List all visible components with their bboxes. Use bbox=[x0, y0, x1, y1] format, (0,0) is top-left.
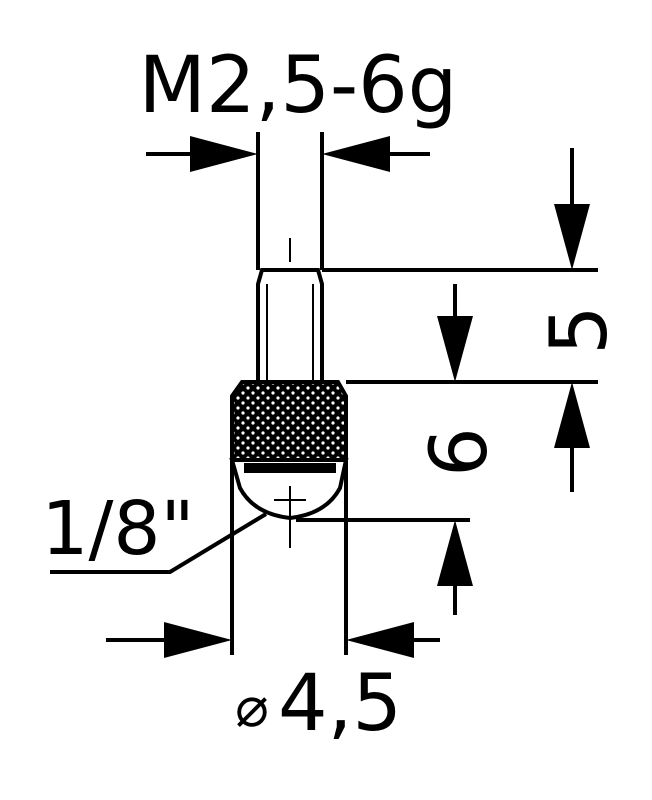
length-6-label: 6 bbox=[415, 427, 505, 477]
diameter-label: 4,5 bbox=[278, 659, 402, 749]
arrow-5-bottom bbox=[554, 382, 590, 448]
contact-point-part bbox=[229, 132, 349, 548]
ball-size-label: 1/8" bbox=[41, 486, 194, 572]
diameter-symbol: ⌀ bbox=[235, 675, 269, 740]
arrow-6-bottom bbox=[437, 520, 473, 586]
arrow-thread-right bbox=[322, 136, 390, 172]
arrow-6-top bbox=[437, 316, 473, 382]
arrow-diameter-right bbox=[346, 622, 414, 658]
arrowheads bbox=[164, 136, 590, 658]
arrow-diameter-left bbox=[164, 622, 232, 658]
arrow-thread-left bbox=[190, 136, 258, 172]
knurled-body bbox=[230, 380, 348, 462]
length-5-label: 5 bbox=[535, 305, 625, 355]
thread-label: M2,5-6g bbox=[139, 41, 458, 131]
arrow-5-top bbox=[554, 204, 590, 270]
